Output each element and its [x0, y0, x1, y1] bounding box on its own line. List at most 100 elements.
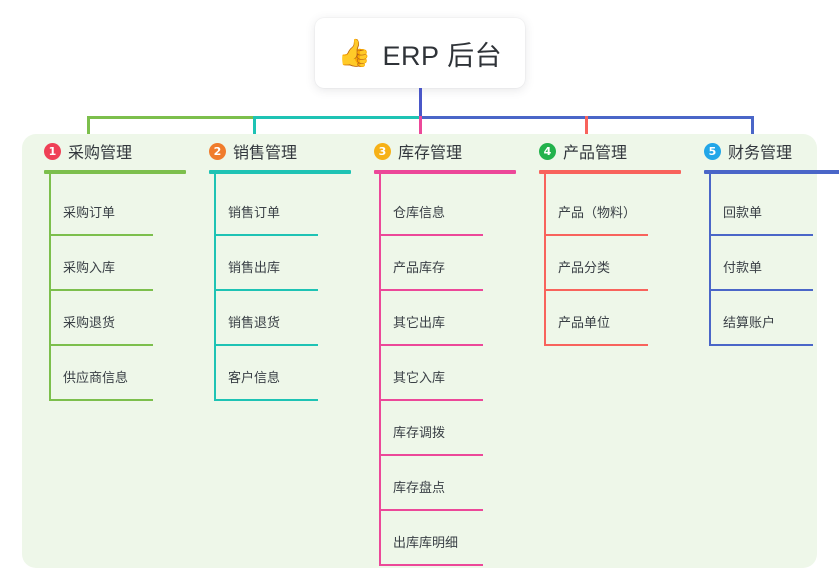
leaf-node-label: 回款单	[723, 205, 763, 220]
leaf-node[interactable]: 库存盘点	[379, 477, 483, 511]
branch-title: 库存管理	[398, 145, 463, 162]
leaf-node-underline	[214, 234, 318, 236]
segment-teal	[253, 116, 420, 119]
leaf-node-label: 产品库存	[393, 260, 446, 275]
branch-header-2[interactable]: 2 销售管理	[195, 134, 297, 168]
branch-number-badge: 3	[374, 142, 391, 160]
branch-number-badge: 4	[539, 142, 556, 160]
leaf-node-underline	[49, 289, 153, 291]
branch-number-badge: 5	[704, 142, 721, 160]
leaf-node[interactable]: 产品单位	[544, 312, 648, 346]
root-node-title: ERP 后台	[382, 40, 503, 71]
leaf-node[interactable]: 其它入库	[379, 367, 483, 401]
leaf-node[interactable]: 库存调拨	[379, 422, 483, 456]
leaf-node-underline	[379, 399, 483, 401]
root-node-card[interactable]: 👍 ERP 后台	[315, 18, 525, 88]
branch-number-badge: 2	[209, 142, 226, 160]
branch-column-2: 2 销售管理销售订单销售出库销售退货客户信息	[195, 134, 351, 401]
leaf-node-label: 结算账户	[723, 315, 776, 330]
leaf-node-label: 其它出库	[393, 315, 446, 330]
thumbs-up-icon: 👍	[337, 37, 372, 69]
leaf-node-underline	[379, 234, 483, 236]
leaf-node-underline	[49, 344, 153, 346]
leaf-node-label: 库存调拨	[393, 425, 446, 440]
leaf-node-label: 供应商信息	[63, 370, 129, 385]
leaf-node-underline	[379, 454, 483, 456]
branch-underline	[374, 170, 516, 174]
leaf-node-label: 产品单位	[558, 315, 611, 330]
branch-underline	[539, 170, 681, 174]
leaf-node[interactable]: 仓库信息	[379, 202, 483, 236]
branch-title: 销售管理	[233, 145, 298, 162]
branch-header-5[interactable]: 5 财务管理	[690, 134, 792, 168]
branch-header-1[interactable]: 1 采购管理	[30, 134, 132, 168]
leaf-node-underline	[709, 289, 813, 291]
leaf-node-label: 出库库明细	[393, 535, 459, 550]
leaf-node-underline	[379, 564, 483, 566]
leaf-node-label: 采购入库	[63, 260, 116, 275]
segment-green	[87, 116, 254, 119]
leaf-node[interactable]: 采购退货	[49, 312, 153, 346]
leaf-node-underline	[709, 234, 813, 236]
branch-underline	[209, 170, 351, 174]
leaf-node-label: 仓库信息	[393, 205, 446, 220]
leaf-node-label: 销售出库	[228, 260, 281, 275]
branch-title: 财务管理	[728, 145, 793, 162]
leaf-node-label: 付款单	[723, 260, 763, 275]
leaf-node-label: 产品分类	[558, 260, 611, 275]
leaf-node[interactable]: 结算账户	[709, 312, 813, 346]
leaf-node[interactable]: 销售出库	[214, 257, 318, 291]
branch-column-5: 5 财务管理回款单付款单结算账户	[690, 134, 839, 346]
leaf-node-underline	[214, 399, 318, 401]
leaf-node-underline	[544, 289, 648, 291]
leaf-node[interactable]: 产品分类	[544, 257, 648, 291]
leaf-node[interactable]: 产品（物料）	[544, 202, 648, 236]
branch-spine	[379, 174, 381, 566]
branch-header-3[interactable]: 3 库存管理	[360, 134, 462, 168]
leaf-node-label: 采购退货	[63, 315, 116, 330]
leaf-node[interactable]: 采购订单	[49, 202, 153, 236]
leaf-node[interactable]: 客户信息	[214, 367, 318, 401]
branch-spine	[709, 174, 711, 346]
trunk-connector	[419, 88, 422, 118]
leaf-node-underline	[379, 509, 483, 511]
leaf-node-label: 销售退货	[228, 315, 281, 330]
leaf-node-underline	[709, 344, 813, 346]
leaf-node-underline	[544, 344, 648, 346]
branch-spine	[544, 174, 546, 346]
leaf-node[interactable]: 销售订单	[214, 202, 318, 236]
leaf-node-underline	[379, 344, 483, 346]
leaf-node-label: 采购订单	[63, 205, 116, 220]
branch-spine	[49, 174, 51, 401]
leaf-node-label: 客户信息	[228, 370, 281, 385]
leaf-node-underline	[214, 289, 318, 291]
leaf-node-underline	[544, 234, 648, 236]
branch-spine	[214, 174, 216, 401]
branch-title: 产品管理	[563, 145, 628, 162]
leaf-node[interactable]: 回款单	[709, 202, 813, 236]
leaf-node-underline	[49, 234, 153, 236]
branch-underline	[44, 170, 186, 174]
leaf-node[interactable]: 销售退货	[214, 312, 318, 346]
branch-header-4[interactable]: 4 产品管理	[525, 134, 627, 168]
branch-column-4: 4 产品管理产品（物料） 产品分类产品单位	[525, 134, 681, 346]
branch-title: 采购管理	[68, 145, 133, 162]
leaf-node[interactable]: 其它出库	[379, 312, 483, 346]
leaf-node-label: 库存盘点	[393, 480, 446, 495]
branch-column-1: 1 采购管理采购订单采购入库采购退货供应商信息	[30, 134, 186, 401]
leaf-node[interactable]: 供应商信息	[49, 367, 153, 401]
leaf-node-underline	[214, 344, 318, 346]
leaf-node-underline	[49, 399, 153, 401]
branch-column-3: 3 库存管理仓库信息产品库存其它出库其它入库库存调拨库存盘点出库库明细	[360, 134, 516, 566]
branches-panel: 1 采购管理采购订单采购入库采购退货供应商信息 2 销售管理销售订单销售出库销售退货客…	[22, 134, 839, 568]
branch-number-badge: 1	[44, 142, 61, 160]
leaf-node[interactable]: 产品库存	[379, 257, 483, 291]
leaf-node-underline	[379, 289, 483, 291]
leaf-node-label: 产品（物料）	[558, 205, 637, 220]
leaf-node[interactable]: 采购入库	[49, 257, 153, 291]
leaf-node[interactable]: 付款单	[709, 257, 813, 291]
leaf-node-label: 销售订单	[228, 205, 281, 220]
leaf-node[interactable]: 出库库明细	[379, 532, 483, 566]
branch-underline	[704, 170, 839, 174]
